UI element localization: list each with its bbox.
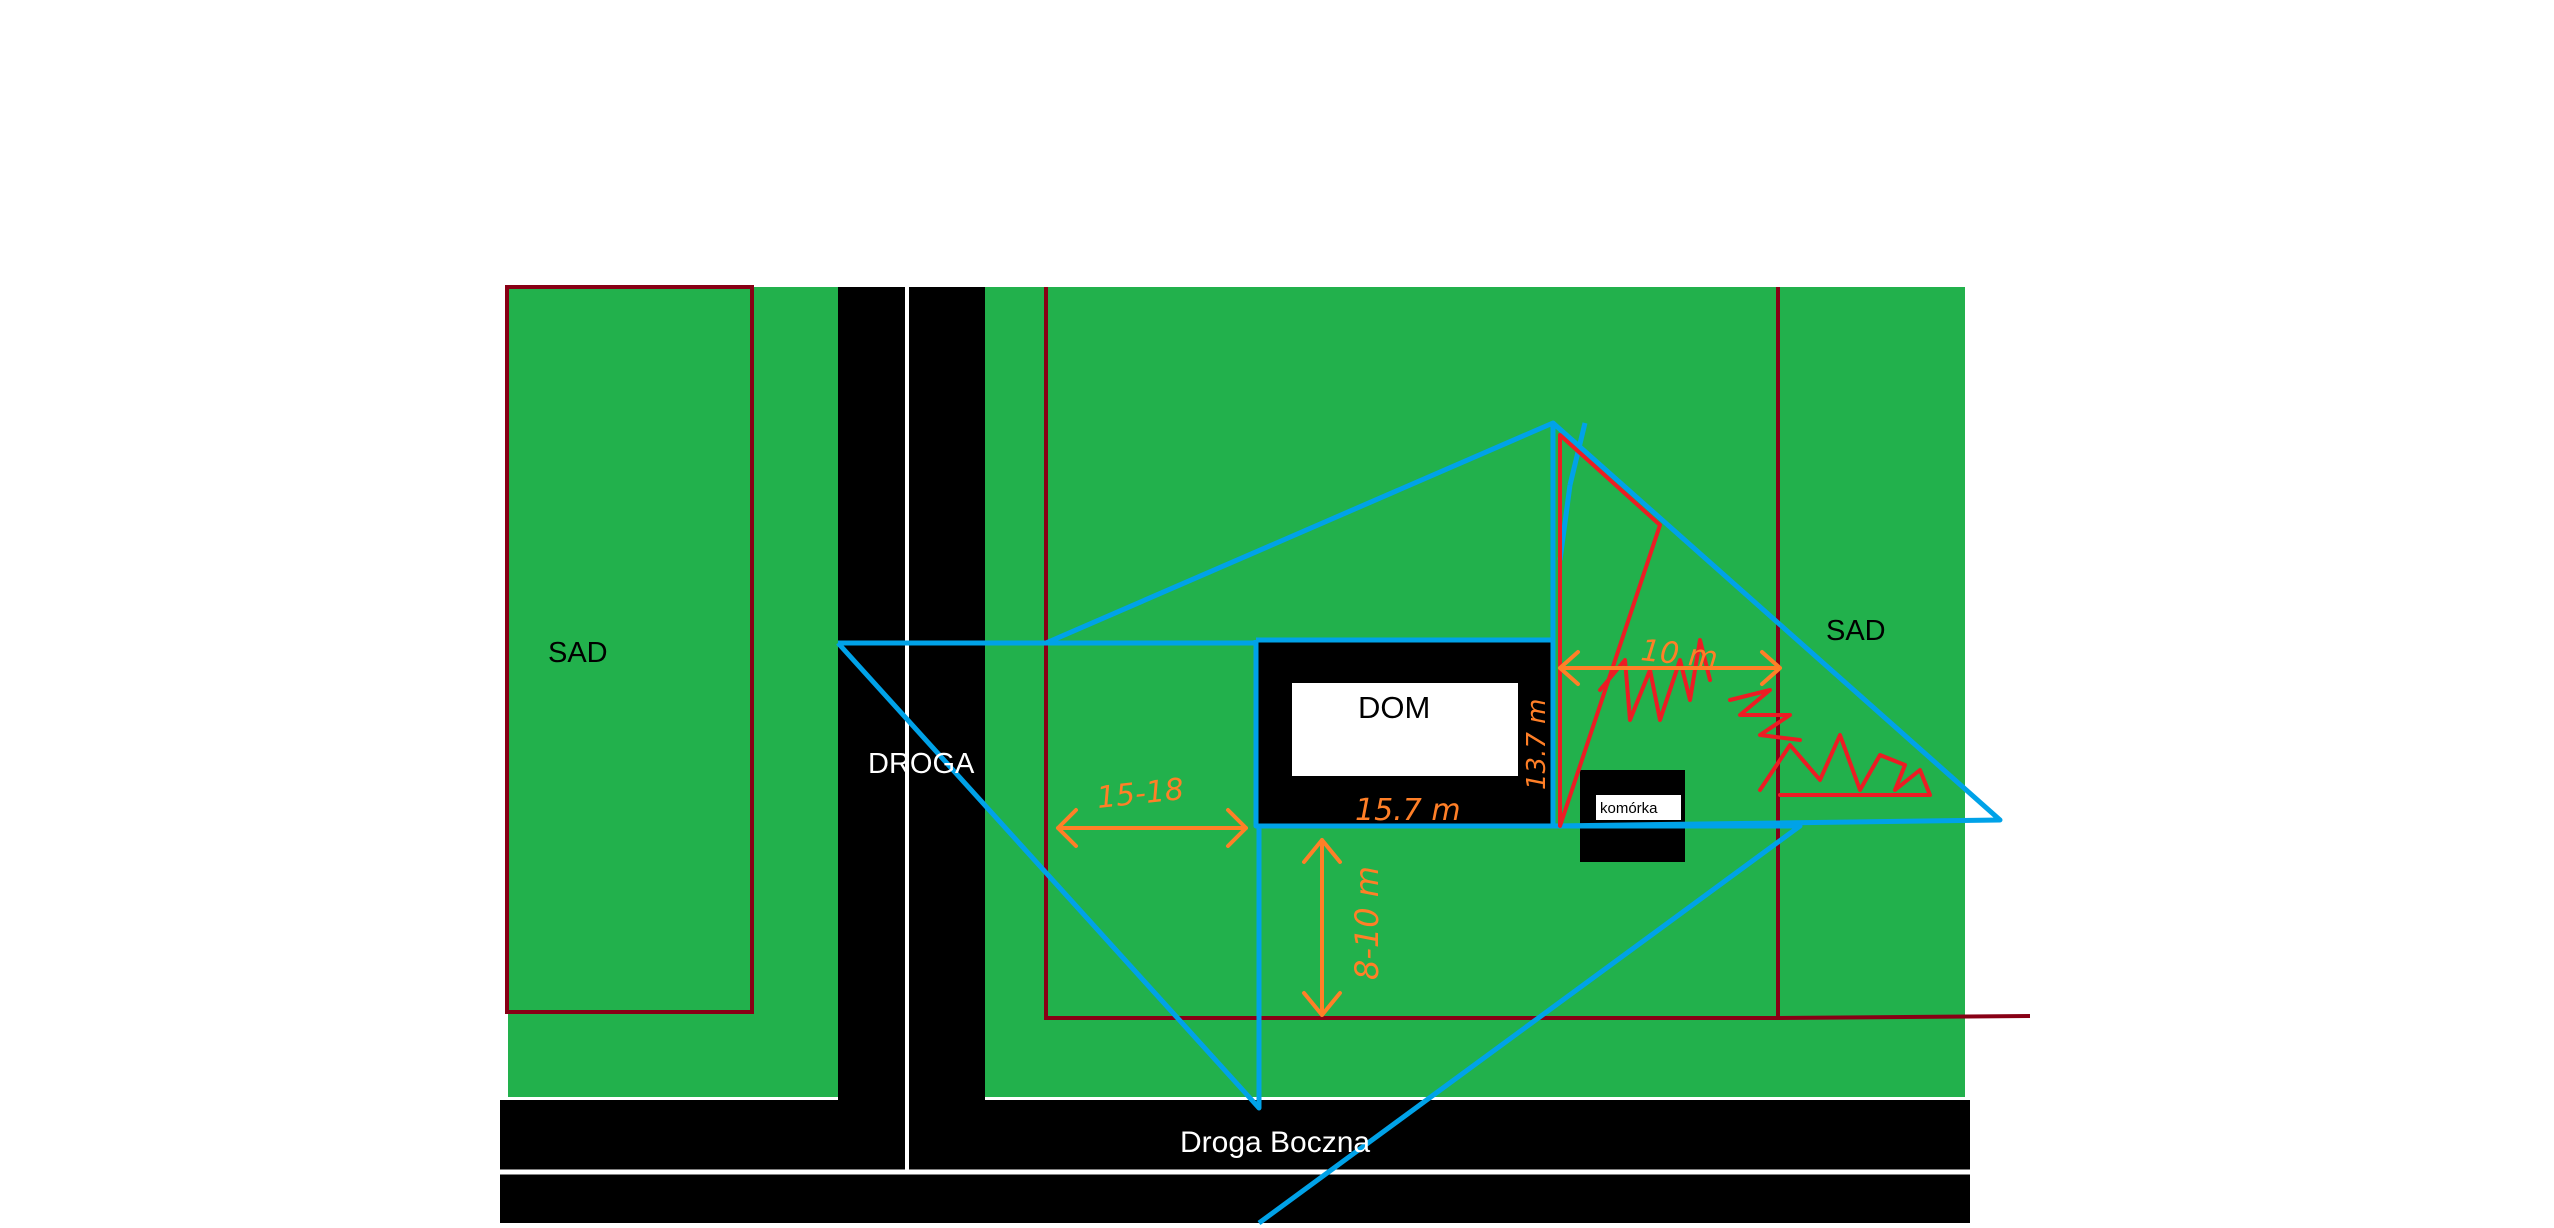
- red-sketch: [1558, 433, 1932, 828]
- orchard-right-label: SAD: [1826, 615, 1886, 647]
- road-main: [838, 287, 985, 1223]
- red-zigzag-1: [1598, 638, 1712, 722]
- arrow-house-neighbor: [1558, 650, 1782, 686]
- plot-boundary-right-ext: [1777, 1014, 2031, 1020]
- dim-house-depth: 13.7 m: [1522, 699, 1552, 790]
- dim-house-width: 15.7 m: [1355, 793, 1461, 828]
- shed-label: komórka: [1600, 800, 1658, 817]
- shed-label-box: [1596, 795, 1681, 820]
- side-road-label: Droga Boczna: [1180, 1126, 1370, 1159]
- view-lines: [836, 420, 2003, 1226]
- red-zigzag-2: [1728, 688, 1802, 742]
- view-line-bottom: [1257, 823, 1803, 1226]
- orchard-left-label: SAD: [548, 637, 608, 669]
- plot-boundary-main: [1044, 287, 1780, 1020]
- view-line-diag: [1567, 422, 1588, 486]
- house-label-box: [1292, 683, 1518, 776]
- orchard-left: [505, 285, 754, 1014]
- arrow-road-house: [1056, 808, 1248, 848]
- dim-house-neighbor: 10 m: [1639, 633, 1719, 676]
- view-line-house-frame: [1253, 640, 1553, 829]
- road-main-label: DROGA: [868, 748, 975, 780]
- measure-arrows: [1056, 650, 1782, 1017]
- house-label: DOM: [1358, 690, 1430, 725]
- side-road: [500, 1100, 1970, 1223]
- dim-house-sideroad: 8-10 m: [1348, 866, 1386, 980]
- red-scribble: [1758, 733, 1932, 797]
- arrow-house-sideroad: [1302, 838, 1342, 1017]
